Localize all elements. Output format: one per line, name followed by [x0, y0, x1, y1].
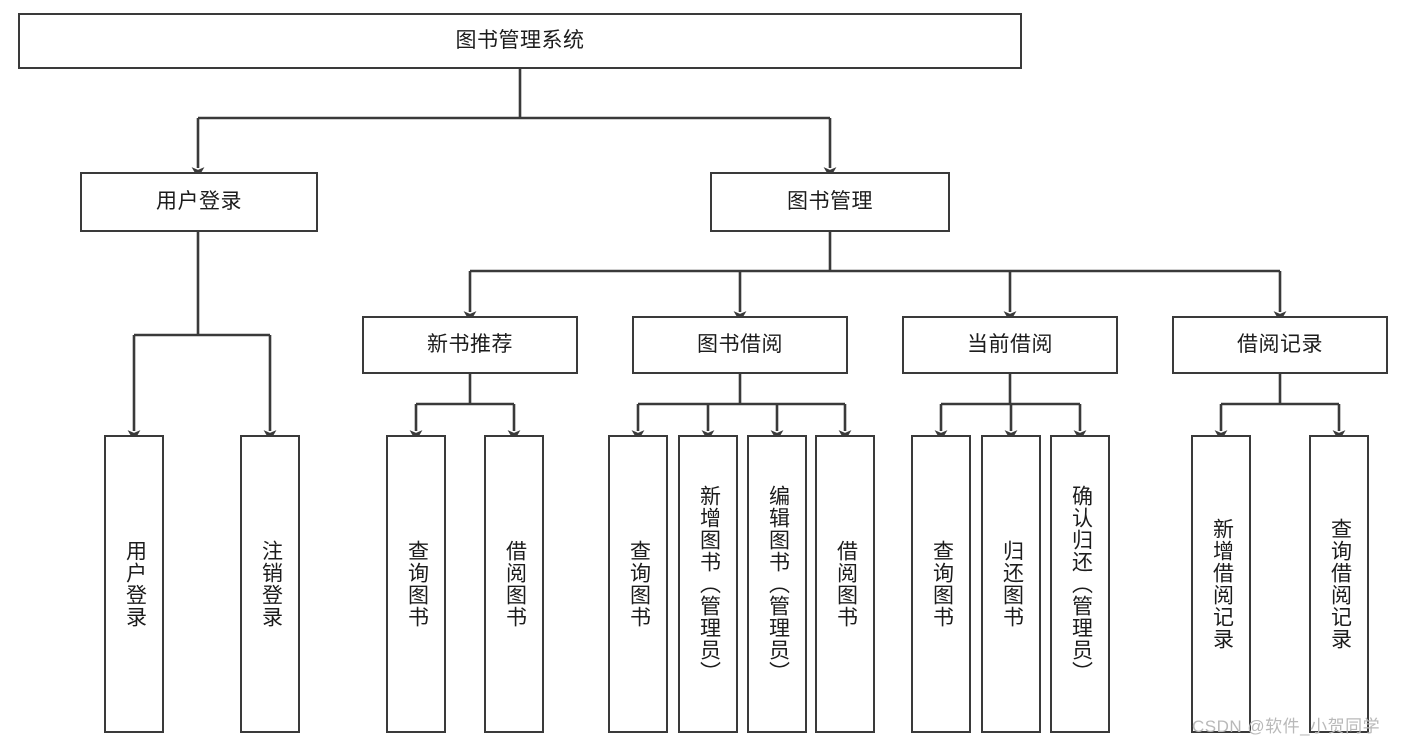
node-query-book-rec[interactable]: 查询图书 [386, 435, 446, 733]
node-borrow-record-label: 借阅记录 [1237, 333, 1323, 357]
node-user-login[interactable]: 用户登录 [80, 172, 318, 232]
node-add-borrow-record[interactable]: 新增借阅记录 [1191, 435, 1251, 733]
node-user-login-leaf-label: 用户登录 [123, 540, 147, 628]
node-add-borrow-record-label: 新增借阅记录 [1210, 518, 1234, 650]
node-user-login-leaf[interactable]: 用户登录 [104, 435, 164, 733]
node-confirm-return-admin[interactable]: 确认归还（管理员） [1050, 435, 1110, 733]
node-query-book-borrow-label: 查询图书 [627, 540, 651, 628]
node-return-book[interactable]: 归还图书 [981, 435, 1041, 733]
node-edit-book-admin-label: 编辑图书（管理员） [766, 485, 790, 683]
node-query-book-current-label: 查询图书 [930, 540, 954, 628]
node-book-borrow[interactable]: 图书借阅 [632, 316, 848, 374]
node-book-manage[interactable]: 图书管理 [710, 172, 950, 232]
node-user-logout-leaf-label: 注销登录 [259, 540, 283, 628]
node-borrow-book-rec-label: 借阅图书 [503, 540, 527, 628]
node-add-book-admin-label: 新增图书（管理员） [697, 485, 721, 683]
node-book-manage-label: 图书管理 [787, 190, 873, 214]
node-query-borrow-record[interactable]: 查询借阅记录 [1309, 435, 1369, 733]
node-query-book-rec-label: 查询图书 [405, 540, 429, 628]
node-book-borrow-label: 图书借阅 [697, 333, 783, 357]
node-new-book-recommend[interactable]: 新书推荐 [362, 316, 578, 374]
node-return-book-label: 归还图书 [1000, 540, 1024, 628]
node-user-logout-leaf[interactable]: 注销登录 [240, 435, 300, 733]
node-root-label: 图书管理系统 [455, 29, 585, 53]
node-query-book-borrow[interactable]: 查询图书 [608, 435, 668, 733]
node-add-book-admin[interactable]: 新增图书（管理员） [678, 435, 738, 733]
node-borrow-record[interactable]: 借阅记录 [1172, 316, 1388, 374]
node-borrow-book-rec[interactable]: 借阅图书 [484, 435, 544, 733]
node-new-book-recommend-label: 新书推荐 [427, 333, 513, 357]
node-borrow-book-label: 借阅图书 [834, 540, 858, 628]
node-query-book-current[interactable]: 查询图书 [911, 435, 971, 733]
node-borrow-book[interactable]: 借阅图书 [815, 435, 875, 733]
node-user-login-label: 用户登录 [156, 190, 242, 214]
node-root[interactable]: 图书管理系统 [18, 13, 1022, 69]
node-current-borrow-label: 当前借阅 [967, 333, 1053, 357]
node-edit-book-admin[interactable]: 编辑图书（管理员） [747, 435, 807, 733]
node-query-borrow-record-label: 查询借阅记录 [1328, 518, 1352, 650]
node-current-borrow[interactable]: 当前借阅 [902, 316, 1118, 374]
watermark: CSDN @软件_小贺同学 [1192, 717, 1381, 736]
node-confirm-return-admin-label: 确认归还（管理员） [1069, 485, 1093, 683]
